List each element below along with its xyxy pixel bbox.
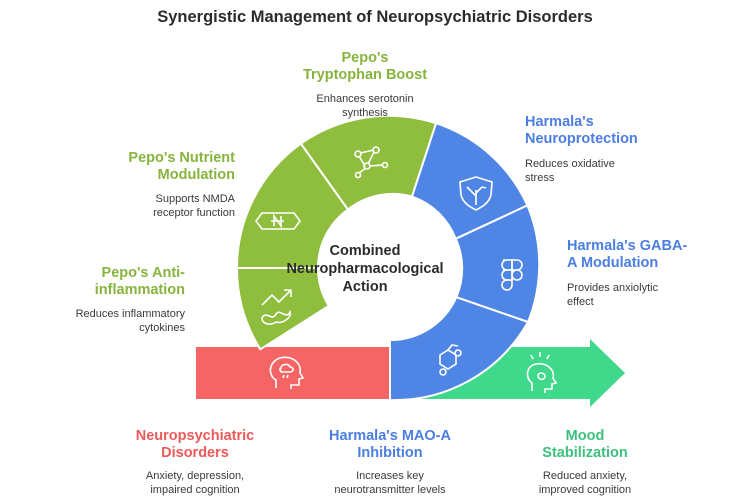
trend-up-icon bbox=[261, 289, 292, 325]
antiinflammation-title-line-2: inflammation bbox=[94, 282, 185, 298]
tryptophan-title-line-1: Pepo's bbox=[341, 50, 389, 66]
maoa-desc-line-2: neurotransmitter levels bbox=[334, 484, 446, 496]
page-title: Synergistic Management of Neuropsychiatr… bbox=[157, 8, 593, 26]
disorders-bar bbox=[196, 347, 393, 399]
segment-antiinflammation bbox=[235, 267, 331, 351]
gaba-desc-line-1: Provides anxiolytic bbox=[567, 282, 659, 294]
mood-desc: Reduced anxiety, improved cognition bbox=[495, 469, 675, 497]
neuroprotection-title-line-2: Neuroprotection bbox=[525, 131, 638, 147]
gaba-desc-line-2: effect bbox=[567, 296, 594, 308]
gaba-desc: Provides anxiolytic effect bbox=[567, 281, 742, 309]
maoa-title-line-1: Harmala's MAO-A bbox=[329, 428, 451, 444]
maoa-desc: Increases key neurotransmitter levels bbox=[300, 469, 480, 497]
disorders-title-line-1: Neuropsychiatric bbox=[135, 428, 255, 444]
antiinflammation-desc-line-2: cytokines bbox=[139, 322, 185, 334]
shield-icon bbox=[459, 176, 493, 211]
tryptophan-title: Pepo's Tryptophan Boost bbox=[275, 50, 455, 84]
neuroprotection-desc: Reduces oxidative stress bbox=[525, 157, 725, 185]
mood-title-line-1: Mood bbox=[565, 428, 605, 444]
tryptophan-desc: Enhances serotonin synthesis bbox=[275, 92, 455, 120]
molecule-network-icon bbox=[354, 146, 389, 179]
neuroprotection-desc-line-1: Reduces oxidative bbox=[525, 158, 615, 170]
nutrient-title: Pepo's Nutrient Modulation bbox=[70, 150, 235, 184]
segment-maoa bbox=[389, 295, 530, 402]
nutrient-desc: Supports NMDA receptor function bbox=[70, 192, 235, 220]
gaba-title-line-2: A Modulation bbox=[567, 255, 659, 271]
disorders-title: Neuropsychiatric Disorders bbox=[105, 428, 285, 462]
neuroprotection-title-line-1: Harmala's bbox=[525, 114, 594, 130]
mood-title: Mood Stabilization bbox=[495, 428, 675, 462]
disorders-desc-line-1: Anxiety, depression, bbox=[145, 470, 245, 482]
gaba-title: Harmala's GABA- A Modulation bbox=[567, 238, 742, 272]
tryptophan-title-line-2: Tryptophan Boost bbox=[302, 67, 428, 83]
head-storm-icon bbox=[269, 356, 305, 389]
antiinflammation-desc-line-1: Reduces inflammatory bbox=[75, 308, 185, 320]
maoa-title: Harmala's MAO-A Inhibition bbox=[300, 428, 480, 462]
center-line-3: Action bbox=[342, 279, 388, 295]
nutrient-title-line-2: Modulation bbox=[157, 167, 235, 183]
nutrient-title-line-1: Pepo's Nutrient bbox=[128, 150, 235, 166]
mood-desc-line-1: Reduced anxiety, bbox=[542, 470, 628, 482]
tryptophan-desc-line-2: synthesis bbox=[342, 107, 388, 119]
disorders-desc-line-2: impaired cognition bbox=[150, 484, 240, 496]
segment-nutrient bbox=[235, 142, 350, 269]
tryptophan-desc-line-1: Enhances serotonin bbox=[316, 93, 414, 105]
nutrient-desc-line-2: receptor function bbox=[153, 207, 235, 219]
center-label: Combined Neuropharmacological Action bbox=[285, 242, 445, 296]
figma-shape-icon bbox=[501, 259, 523, 291]
calm-head-icon bbox=[526, 352, 558, 393]
mood-desc-line-2: improved cognition bbox=[538, 484, 632, 496]
antiinflammation-desc: Reduces inflammatory cytokines bbox=[30, 307, 185, 335]
maoa-desc-line-1: Increases key bbox=[356, 470, 424, 482]
benzene-icon bbox=[439, 344, 462, 376]
neuroprotection-desc-line-2: stress bbox=[525, 172, 555, 184]
neuroprotection-title: Harmala's Neuroprotection bbox=[525, 114, 725, 148]
center-line-1: Combined bbox=[329, 243, 401, 259]
mood-title-line-2: Stabilization bbox=[542, 445, 628, 461]
nutrient-tag-icon bbox=[255, 212, 301, 230]
center-line-2: Neuropharmacological bbox=[286, 261, 444, 277]
antiinflammation-title: Pepo's Anti- inflammation bbox=[40, 265, 185, 299]
nutrient-desc-line-1: Supports NMDA bbox=[155, 193, 235, 205]
antiinflammation-title-line-1: Pepo's Anti- bbox=[101, 265, 185, 281]
disorders-title-line-2: Disorders bbox=[161, 445, 229, 461]
maoa-title-line-2: Inhibition bbox=[357, 445, 423, 461]
disorders-desc: Anxiety, depression, impaired cognition bbox=[105, 469, 285, 497]
gaba-title-line-1: Harmala's GABA- bbox=[567, 238, 688, 254]
